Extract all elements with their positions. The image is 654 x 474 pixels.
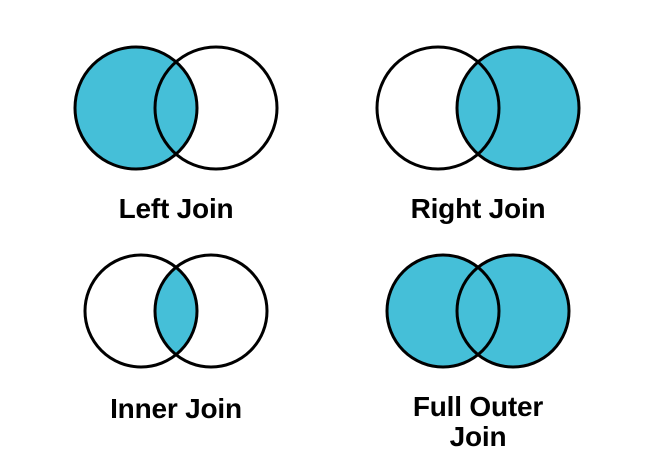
venn-left-circle-outline — [375, 45, 501, 171]
venn-left-circle-outline — [385, 253, 501, 369]
venn-left-circle-outline — [73, 45, 199, 171]
venn-diagram-inner-join — [83, 253, 269, 369]
venn-intersection-region — [457, 255, 499, 367]
venn-label-right-join: Right Join — [410, 193, 546, 224]
venn-intersection-region — [155, 255, 197, 367]
venn-right-circle-outline — [153, 45, 279, 171]
venn-cell-right-join: Right Join — [328, 38, 628, 224]
venn-intersection-region — [457, 47, 499, 169]
venn-cell-left-join: Left Join — [26, 38, 326, 224]
venn-left-circle-outline — [83, 253, 199, 369]
venn-label-full-outer-join: Full Outer Join — [412, 391, 544, 453]
venn-right-circle-outline — [153, 253, 269, 369]
venn-diagram-right-join — [375, 45, 581, 171]
venn-label-left-join: Left Join — [118, 193, 234, 224]
venn-cell-full-outer-join: Full Outer Join — [328, 248, 628, 452]
venn-label-inner-join: Inner Join — [110, 393, 242, 424]
venn-diagram-left-join — [73, 45, 279, 171]
venn-intersection-region — [155, 47, 197, 169]
venn-right-circle-outline — [455, 45, 581, 171]
venn-diagram-full-outer-join — [385, 253, 571, 369]
venn-cell-inner-join: Inner Join — [26, 248, 326, 424]
venn-right-circle-outline — [455, 253, 571, 369]
